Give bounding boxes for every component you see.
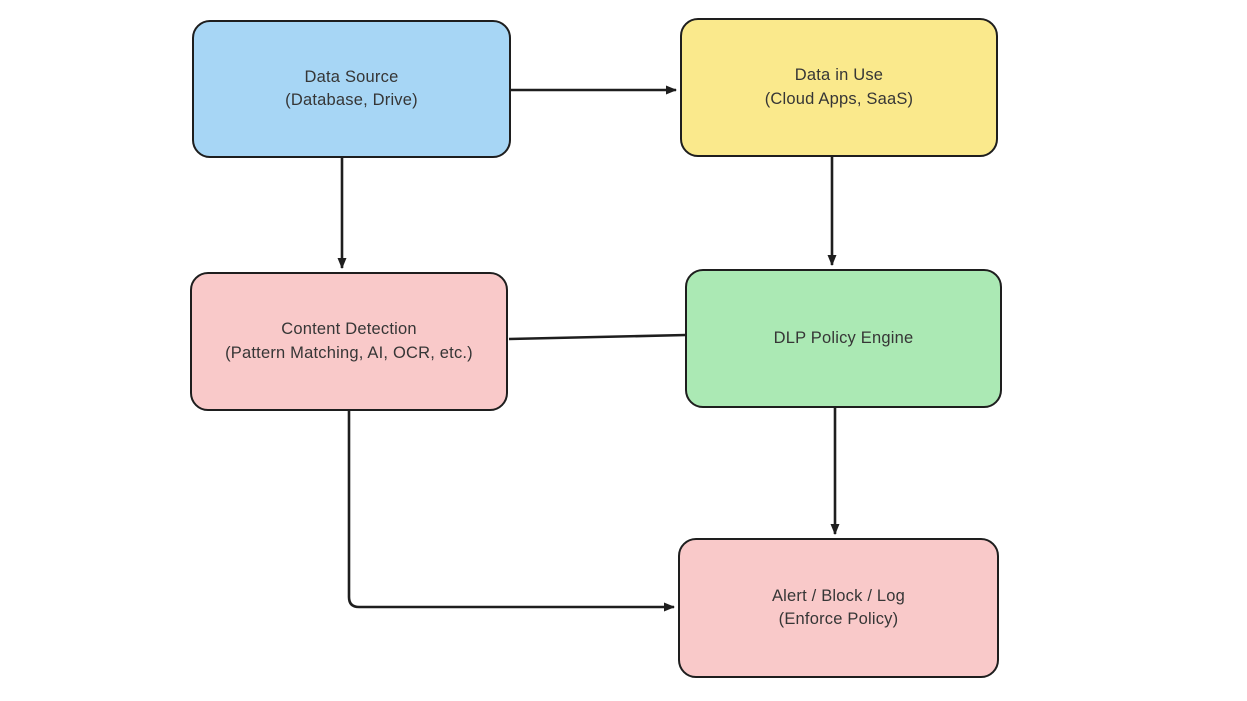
node-content-detection[interactable]: Content Detection (Pattern Matching, AI,… [190, 272, 508, 411]
node-label: Data Source (Database, Drive) [285, 66, 418, 113]
node-label: Alert / Block / Log (Enforce Policy) [772, 585, 905, 632]
node-label-line1: DLP Policy Engine [773, 328, 914, 347]
node-label-line2: (Pattern Matching, AI, OCR, etc.) [225, 343, 473, 362]
node-label-line1: Data in Use [794, 66, 884, 85]
node-label-line1: Data Source [304, 67, 399, 86]
node-label-line2: (Database, Drive) [285, 91, 418, 109]
node-label: Data in Use (Cloud Apps, SaaS) [765, 64, 914, 111]
node-label-line2: (Cloud Apps, SaaS) [764, 89, 914, 108]
node-dlp-policy-engine[interactable]: DLP Policy Engine [685, 269, 1002, 408]
edge-content-detection-to-dlp-policy-engine [508, 333, 687, 341]
node-data-in-use[interactable]: Data in Use (Cloud Apps, SaaS) [680, 18, 998, 157]
edge-content-detection-to-alert-block-log [347, 411, 675, 612]
node-label: DLP Policy Engine [774, 327, 914, 350]
node-label-line2: (Enforce Policy) [778, 610, 899, 628]
node-data-source[interactable]: Data Source (Database, Drive) [192, 20, 511, 158]
node-label-line1: Alert / Block / Log [771, 586, 906, 605]
node-alert-block-log[interactable]: Alert / Block / Log (Enforce Policy) [678, 538, 999, 678]
node-label-line1: Content Detection [281, 320, 417, 339]
node-label: Content Detection (Pattern Matching, AI,… [225, 318, 473, 365]
